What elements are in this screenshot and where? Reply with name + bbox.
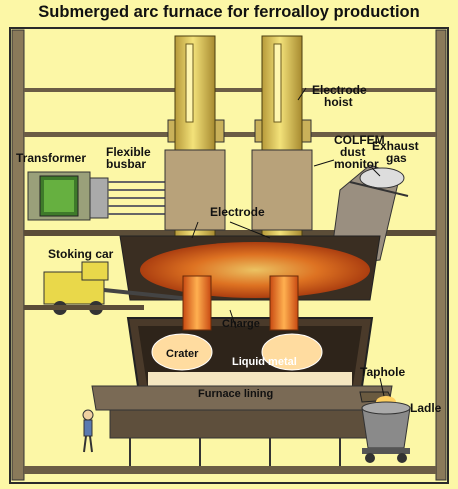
electrode-tip-right — [269, 275, 299, 331]
label-exhaust-gas: Exhaust gas — [372, 139, 419, 165]
crater-left — [151, 333, 213, 371]
label-flexible-busbar: Flexible busbar — [106, 145, 151, 171]
label-furnace-lining: Furnace lining — [198, 388, 274, 400]
electrode-tip-left — [182, 275, 212, 331]
liquid-metal — [148, 372, 352, 386]
transformer-unit — [27, 171, 109, 221]
diagram-title: Submerged arc furnace for ferroalloy pro… — [38, 3, 420, 21]
left-column — [11, 29, 25, 481]
upper-floor — [24, 88, 436, 92]
support-legs — [129, 438, 341, 466]
charging-floor — [24, 230, 436, 236]
label-crater: Crater — [166, 348, 199, 360]
flexible-busbar — [108, 181, 170, 215]
clamp-right — [251, 149, 313, 231]
label-electrode-hoist: Electrode hoist — [312, 83, 367, 109]
hoist-floor — [24, 132, 436, 137]
stoking-car-unit — [43, 261, 201, 315]
right-column — [435, 29, 447, 481]
ground-floor — [24, 466, 436, 474]
clamp-left — [164, 149, 226, 231]
label-colfem: COLFEM dust monitor — [334, 133, 385, 171]
flames — [140, 242, 370, 298]
label-stoking-car: Stoking car — [48, 247, 114, 261]
label-liquid-metal: Liquid metal — [232, 356, 297, 368]
label-charge: Charge — [222, 318, 260, 330]
frame — [9, 27, 449, 484]
label-taphole: Taphole — [360, 365, 406, 379]
label-electrode: Electrode — [210, 205, 265, 219]
crater-right — [261, 333, 323, 371]
leader-lines — [191, 87, 385, 397]
label-ladle: Ladle — [410, 401, 442, 415]
label-transformer: Transformer — [16, 151, 87, 165]
person-figure — [82, 409, 94, 453]
